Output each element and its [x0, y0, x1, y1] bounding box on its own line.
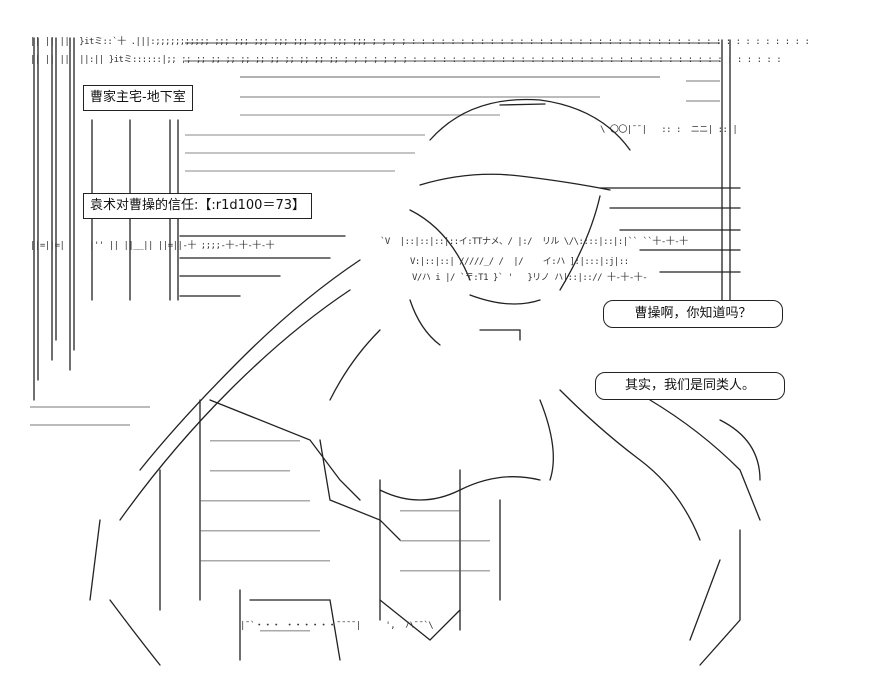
ascii-face-row: V/ハ i |/ `〒:T1 }` ' }リノ ハ|::|::// 十-十-十-	[412, 273, 648, 283]
wall-pillars	[33, 37, 731, 401]
wall-beams	[179, 187, 741, 297]
figure-head	[409, 98, 631, 346]
figure-body	[89, 259, 761, 666]
dialogue-line: 其实，我们是同类人。	[624, 378, 755, 393]
robe-shading	[200, 440, 490, 632]
dialogue-line: 曹操啊，你知道吗？	[634, 306, 752, 321]
speech-bubble: 曹操啊，你知道吗？	[603, 300, 783, 328]
dotted-texture	[30, 42, 720, 426]
ascii-right-cluster: \ 〇〇|¯¯| :: : ニニ| :: |	[600, 125, 748, 135]
trust-roll-label: 袁术对曹操的信任:【:r1d100＝73】	[83, 193, 312, 219]
ascii-wall-row: ||=||=| |'' || ||__|| ||=||-十 ;;;;-十-十-十…	[30, 241, 275, 251]
ascii-face-row: `V |::|::|::|::イ:TTナメ、/ |:/ リル \/\::::|:…	[380, 237, 688, 247]
ascii-banner-row: || || || }itミ::`十 .|||:;;;;;;;;;;; ;;; ;…	[30, 37, 815, 47]
ascii-face-row: V:|::|::| /////_/ / |/ イ:ハ ]:|:::|:j|::	[410, 257, 629, 267]
location-label: 曹家主宅-地下室	[83, 85, 193, 111]
ascii-banner-row: || || || ||:|| }itミ::::::|;; ;; ;; ;; ;;…	[30, 55, 787, 65]
speech-bubble: 其实，我们是同类人。	[595, 372, 785, 400]
ascii-bottom-row: |¯`・・・ ・・・・・・¯¯¯¯| ', ハ¯¯`\	[240, 621, 434, 631]
